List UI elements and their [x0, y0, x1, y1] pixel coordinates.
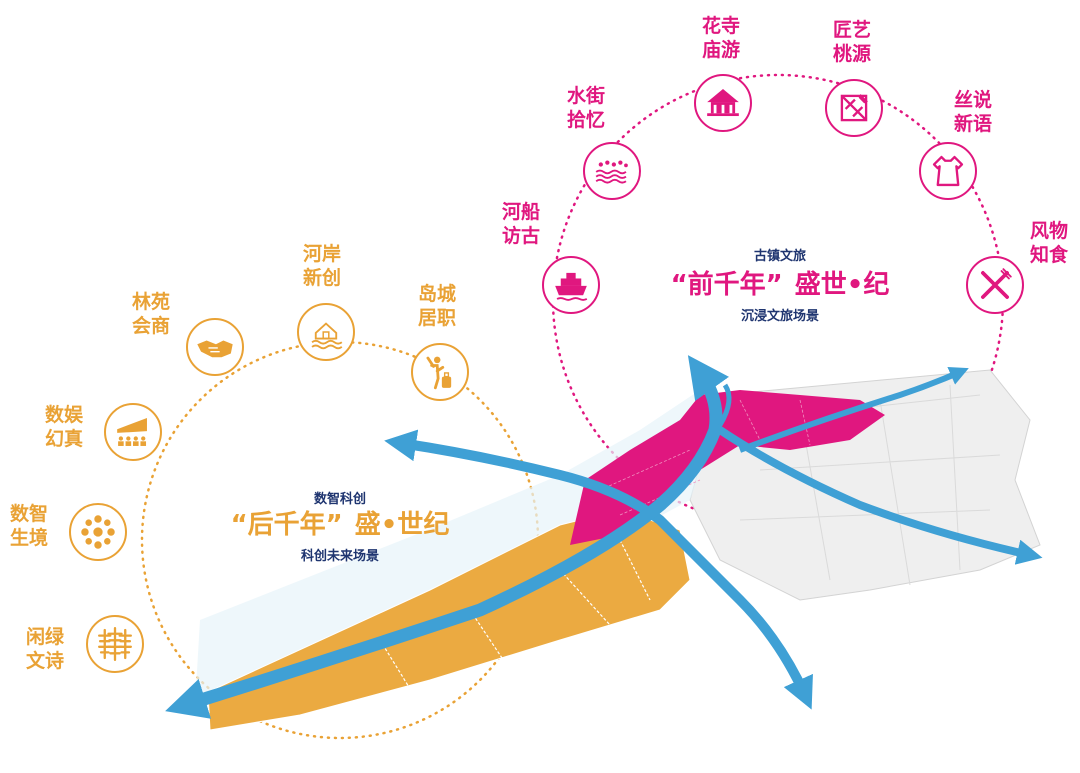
river-east [717, 426, 1043, 565]
right-subtitle-bottom: 沉浸文旅场景 [740, 309, 819, 324]
traveler-luggage-icon[interactable] [411, 343, 469, 401]
forest-icon[interactable] [86, 615, 144, 673]
fork-knife-icon[interactable] [966, 256, 1024, 314]
left-title-open: “后千年” [230, 510, 343, 540]
right-title-open: “前千年” [670, 270, 783, 300]
river-main [165, 355, 730, 719]
right-item-label-2: 匠艺 桃源 [833, 19, 872, 65]
house-waves-icon[interactable] [297, 303, 355, 361]
craft-tools-icon[interactable] [825, 79, 883, 137]
left-item-label-4: 数娱 幻真 [45, 404, 84, 450]
right-subtitle-top: 古镇文旅 [753, 249, 806, 264]
right-item-label-3: 水街 拾忆 [567, 85, 606, 131]
left-item-label-1: 河岸 新创 [303, 243, 342, 289]
handshake-icon[interactable] [186, 318, 244, 376]
left-item-label-5: 数智 生境 [10, 503, 49, 549]
left-subtitle-top: 数智科创 [313, 492, 366, 507]
river-boat-icon[interactable] [542, 256, 600, 314]
left-item-label-6: 闲绿 文诗 [26, 626, 65, 672]
right-item-label-6: 风物 知食 [1030, 220, 1069, 266]
water-street-icon[interactable] [583, 142, 641, 200]
right-item-label-1: 花寺 庙游 [702, 15, 741, 61]
right-item-label-4: 丝说 新语 [954, 89, 993, 135]
left-subtitle-bottom: 科创未来场景 [300, 549, 379, 564]
left-item-label-2: 岛城 居职 [418, 283, 457, 329]
right-cluster-title: “前千年” 盛世•纪 [620, 268, 940, 302]
left-title-main: 盛•世纪 [354, 510, 450, 540]
right-title-main: 盛世•纪 [794, 270, 890, 300]
left-cluster-title: “后千年” 盛•世纪 [180, 508, 500, 542]
temple-icon[interactable] [694, 74, 752, 132]
theater-screen-icon[interactable] [104, 403, 162, 461]
network-flower-icon[interactable] [69, 503, 127, 561]
right-item-label-5: 河船 访古 [502, 201, 541, 247]
left-item-label-3: 林苑 会商 [132, 291, 171, 337]
silk-dress-icon[interactable] [919, 142, 977, 200]
river-northeast [738, 367, 969, 453]
